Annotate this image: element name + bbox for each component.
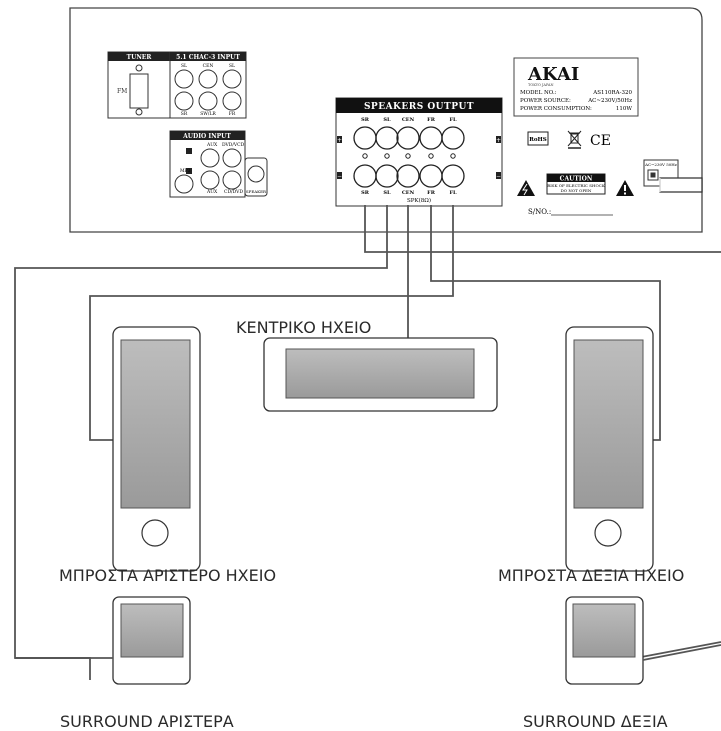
input-51-bottom-3: FR xyxy=(229,111,236,117)
front-left-speaker-label: ΜΠΡΟΣΤΑ ΑΡΙΣΤΕΡΟ ΗΧΕΙΟ xyxy=(59,566,277,585)
jack-bottom-label: CEN xyxy=(402,190,415,196)
speaker-jacks: SR SR SL SL CEN CEN FR FR FL FL xyxy=(353,117,465,196)
audio-speaker-label: SPEAKER xyxy=(246,189,267,194)
caution-line-1: RISK OF ELECTRIC SHOCK xyxy=(547,183,606,188)
woofer-icon xyxy=(141,519,169,547)
audio-aux2-label: AUX xyxy=(206,189,218,195)
jack-screw xyxy=(405,153,411,159)
jack-bottom xyxy=(375,164,399,188)
brand-plate: AKAI TOKYO JAPAN MODEL NO.: AS110RA-320 … xyxy=(513,57,639,117)
input-51-bottom-1: SR xyxy=(181,111,188,117)
jack-top-label: FR xyxy=(427,117,436,123)
plus-left: + xyxy=(337,137,342,144)
surround-left-speaker-label: SURROUND ΑΡΙΣΤΕΡΑ xyxy=(60,712,234,731)
input-51-top-3: SL xyxy=(229,63,235,69)
shock-warning-icon xyxy=(517,180,535,196)
front-right-speaker-label: ΜΠΡΟΣΤΑ ΔΕΞΙΑ ΗΧΕΙΟ xyxy=(498,566,685,585)
rear-panel: TUNER FM 5.1 CHAC-3 INPUT SL CEN SL SR S… xyxy=(69,7,703,233)
consumption-value: 110W xyxy=(616,106,632,112)
audio-mp3-label: MP3 xyxy=(180,168,191,174)
input-51-top-2: CEN xyxy=(203,63,214,69)
wire-surround-right xyxy=(642,644,721,661)
exclamation-warning-icon xyxy=(616,180,634,196)
speakers-output-block: SPEAKERS OUTPUT SR SR SL SL CEN CEN FR FR FL FL S… xyxy=(335,97,503,207)
tuner-title: TUNER xyxy=(127,54,153,61)
jack-screw xyxy=(450,153,456,159)
input-51-top-1: SL xyxy=(181,63,187,69)
audio-aux-label: AUX xyxy=(206,142,218,148)
surround-right-speaker xyxy=(565,596,644,685)
brand-logo: AKAI xyxy=(527,64,579,85)
front-left-speaker xyxy=(112,326,201,572)
tuner-block: TUNER FM xyxy=(107,51,171,119)
jack-bottom xyxy=(441,164,465,188)
audio-input-block: AUDIO INPUT AUX DVD/VCD MP3 AUX CD/DVD S… xyxy=(169,130,268,198)
minus-left: − xyxy=(337,173,342,180)
center-speaker xyxy=(263,337,498,412)
jack-screw xyxy=(428,153,434,159)
audio-cd-label: CD/DVD xyxy=(224,189,243,195)
wire-fl xyxy=(89,205,454,441)
caution-line-2: DO NOT OPEN xyxy=(561,188,592,193)
jack-screw xyxy=(384,153,390,159)
jack-top xyxy=(375,126,399,150)
model-value: AS110RA-320 xyxy=(592,90,632,96)
wire-sr-end xyxy=(635,641,721,659)
surround-left-speaker xyxy=(112,596,191,685)
woofer-icon xyxy=(594,519,622,547)
bin-icon xyxy=(567,130,582,149)
surround-right-speaker-label: SURROUND ΔΕΞΙΑ xyxy=(523,712,668,731)
ce-mark: CE xyxy=(590,133,611,149)
input-51-bottom-2: SW/LR xyxy=(200,111,216,117)
ac-label: AC~230V 50Hz xyxy=(644,162,677,167)
jack-top-label: SR xyxy=(361,117,370,123)
plus-right: + xyxy=(496,137,501,144)
minus-right: − xyxy=(496,173,501,180)
caution-title: CAUTION xyxy=(560,176,593,183)
speakers-output-title: SPEAKERS OUTPUT xyxy=(364,102,474,112)
jack-screw xyxy=(362,153,368,159)
jack-top-label: FL xyxy=(449,117,457,123)
compliance-marks: RoHS CE xyxy=(527,130,611,149)
jack-top-label: SL xyxy=(383,117,391,123)
rohs-mark: RoHS xyxy=(529,137,546,143)
serial-label: S/NO.: xyxy=(528,208,551,216)
caution-block: CAUTION RISK OF ELECTRIC SHOCK DO NOT OP… xyxy=(517,173,634,196)
input-51-block: 5.1 CHAC-3 INPUT SL CEN SL SR SW/LR FR xyxy=(169,51,247,119)
power-value: AC~230V/50Hz xyxy=(587,98,632,104)
jack-bottom-label: SL xyxy=(383,190,391,196)
jack-top-label: CEN xyxy=(402,117,415,123)
tuner-fm-label: FM xyxy=(117,88,127,95)
jack-bottom-label: SR xyxy=(361,190,370,196)
wire-sl xyxy=(14,205,388,680)
audio-dvd-label: DVD/VCD xyxy=(222,142,245,148)
jack-top xyxy=(441,126,465,150)
model-label: MODEL NO.: xyxy=(520,90,557,96)
jack-bottom xyxy=(396,164,420,188)
jack-bottom-label: FL xyxy=(449,190,457,196)
front-right-speaker xyxy=(565,326,654,572)
speakers-output-footer: SPK(8Ω) xyxy=(407,197,431,204)
brand-sub: TOKYO JAPAN xyxy=(528,83,554,87)
power-label: POWER SOURCE: xyxy=(520,98,571,104)
jack-top xyxy=(396,126,420,150)
consumption-label: POWER CONSUMPTION: xyxy=(520,106,592,112)
jack-bottom-label: FR xyxy=(427,190,436,196)
input-51-title: 5.1 CHAC-3 INPUT xyxy=(176,54,240,61)
audio-input-title: AUDIO INPUT xyxy=(182,133,231,140)
center-speaker-label: ΚΕΝΤΡΙΚΟ ΗΧΕΙΟ xyxy=(236,318,372,337)
